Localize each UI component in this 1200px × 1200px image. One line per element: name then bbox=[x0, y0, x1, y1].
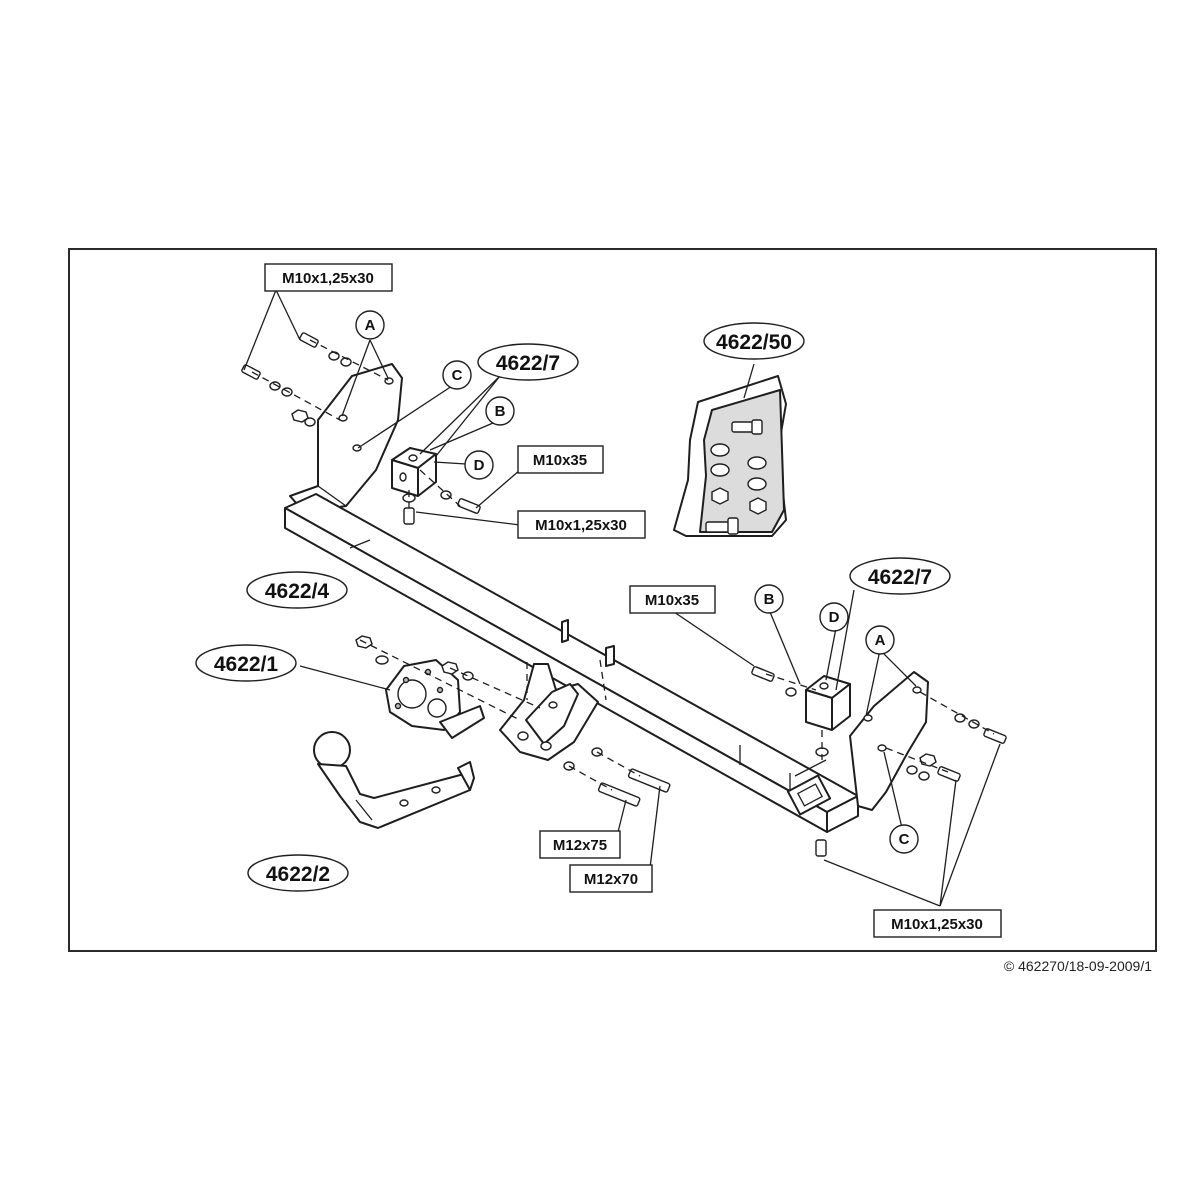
part-number-callout-socket-plate: 4622/1 bbox=[195, 644, 297, 682]
crossbar-tube bbox=[284, 493, 859, 833]
bolt-spec-right-m10x35: M10x35 bbox=[629, 585, 716, 614]
letter-marker-b-left: B bbox=[485, 396, 515, 426]
part-number-label: 4622/1 bbox=[214, 653, 279, 676]
assembly-dash-lines bbox=[251, 339, 995, 791]
hardware-kit-bag bbox=[673, 375, 787, 537]
part-number-callout-tow-ball: 4622/2 bbox=[247, 854, 349, 892]
letter-marker-label: B bbox=[764, 591, 775, 608]
part-number-label: 4622/7 bbox=[868, 566, 932, 589]
copyright-text: © 462270/18-09-2009/1 bbox=[1004, 958, 1152, 974]
bolt-spec-label: M12x75 bbox=[553, 837, 607, 854]
part-number-label: 4622/2 bbox=[266, 863, 330, 886]
diagram-frame bbox=[68, 248, 1157, 952]
part-number-callout-hardware-kit: 4622/50 bbox=[703, 322, 805, 360]
letter-marker-d-left: D bbox=[464, 450, 494, 480]
bolt-spec-label: M10x35 bbox=[533, 452, 587, 469]
tow-ball-neck bbox=[313, 731, 475, 829]
letter-marker-label: B bbox=[495, 403, 506, 420]
bolt-spec-label: M10x1,25x30 bbox=[282, 270, 374, 287]
bolt-spec-m12x70: M12x70 bbox=[569, 864, 653, 893]
letter-marker-label: D bbox=[474, 457, 485, 474]
letter-marker-label: C bbox=[452, 367, 463, 384]
center-bracket-right bbox=[805, 675, 851, 731]
part-number-callout-bracket-left: 4622/7 bbox=[849, 557, 951, 595]
part-number-callout-crossbar: 4622/4 bbox=[246, 571, 348, 609]
letter-marker-label: A bbox=[875, 632, 886, 649]
letter-marker-a-right: A bbox=[865, 625, 895, 655]
bolt-spec-center-m10x35: M10x35 bbox=[517, 445, 604, 474]
fasteners bbox=[241, 332, 1007, 857]
left-side-bracket bbox=[289, 363, 403, 513]
bolt-spec-center-m10x125: M10x1,25x30 bbox=[517, 510, 646, 539]
bolt-spec-label: M10x35 bbox=[645, 592, 699, 609]
letter-marker-c-left: C bbox=[442, 360, 472, 390]
letter-marker-label: C bbox=[899, 831, 910, 848]
letter-marker-label: D bbox=[829, 609, 840, 626]
bolt-spec-m12x75: M12x75 bbox=[539, 830, 621, 859]
letter-marker-d-right: D bbox=[819, 602, 849, 632]
part-number-label: 4622/50 bbox=[716, 331, 792, 354]
socket-mounting-plate bbox=[385, 659, 485, 739]
part-number-callout-bracket-right: 4622/7 bbox=[477, 343, 579, 381]
letter-marker-c-right: C bbox=[889, 824, 919, 854]
leader-lines bbox=[243, 289, 1001, 907]
bolt-spec-bottom-right: M10x1,25x30 bbox=[873, 909, 1002, 938]
bolt-spec-top-left: M10x1,25x30 bbox=[264, 263, 393, 292]
part-number-label: 4622/7 bbox=[496, 352, 560, 375]
right-side-bracket bbox=[849, 671, 929, 811]
letter-marker-b-right: B bbox=[754, 584, 784, 614]
ball-mount-side-plates bbox=[499, 663, 599, 761]
letter-marker-label: A bbox=[365, 317, 376, 334]
bolt-spec-label: M10x1,25x30 bbox=[891, 916, 983, 933]
bolt-spec-label: M12x70 bbox=[584, 871, 638, 888]
part-number-label: 4622/4 bbox=[265, 580, 330, 603]
bolt-spec-label: M10x1,25x30 bbox=[535, 517, 627, 534]
letter-marker-a-left: A bbox=[355, 310, 385, 340]
center-bracket-left bbox=[391, 447, 437, 497]
